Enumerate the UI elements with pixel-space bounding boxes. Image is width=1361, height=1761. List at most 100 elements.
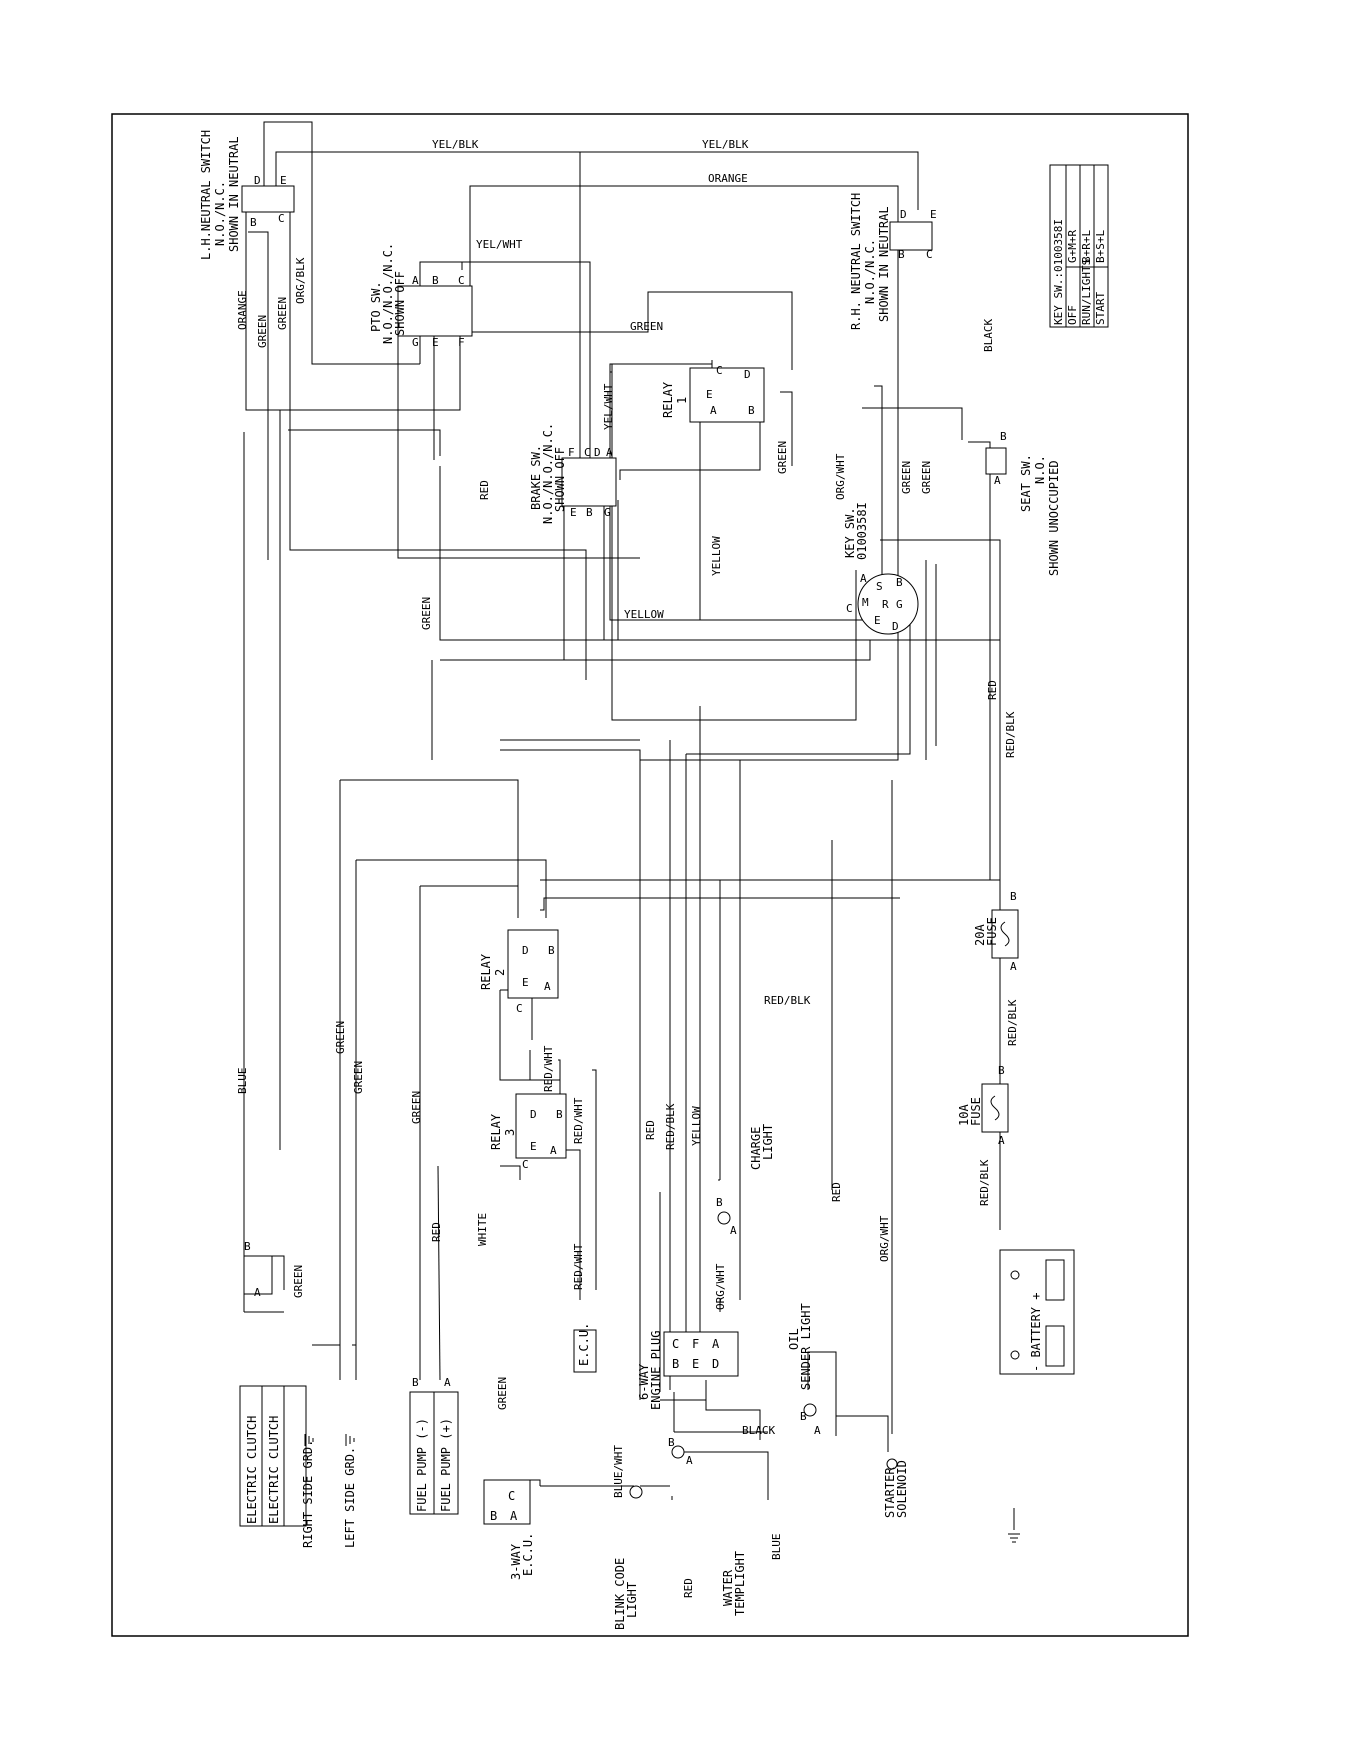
wire-label-org-wht: ORG/WHT xyxy=(834,453,847,500)
wire-label-org-wht-plug: ORG/WHT xyxy=(714,1263,727,1310)
starter-title: STARTER xyxy=(883,1467,897,1518)
pin-label: D xyxy=(892,620,899,633)
key-part-number: 0100358I xyxy=(855,502,869,560)
pin-label: A xyxy=(710,404,717,417)
wire-label-green-ground: GREEN xyxy=(334,1021,347,1054)
wire-label-red-bottom-2: RED xyxy=(682,1578,695,1598)
wire-label-white: WHITE xyxy=(476,1213,489,1246)
fuel-pump-pos: FUEL PUMP (+) xyxy=(439,1418,453,1512)
key-title: KEY SW. xyxy=(843,507,857,558)
wire-label-black: BLACK xyxy=(982,319,995,352)
engine-plug-body xyxy=(663,1331,739,1377)
pin-label: A xyxy=(994,474,1001,487)
engine-plug-label: ENGINE PLUG xyxy=(649,1331,663,1410)
pin-label: B xyxy=(250,216,257,229)
relay3-number: 3 xyxy=(503,1129,517,1136)
wire-label-red-fuel: RED xyxy=(430,1222,443,1242)
wire-label-red-right: RED xyxy=(986,680,999,700)
wire-label-red-wht-2: RED/WHT xyxy=(572,1097,585,1144)
wire-label-red-wht-3: RED/WHT xyxy=(572,1243,585,1290)
pin-label: D xyxy=(594,446,601,459)
relay1-body xyxy=(689,367,765,423)
battery-plus-terminal xyxy=(1010,1270,1020,1280)
rh-neutral-type: N.O./N.C. xyxy=(863,239,877,304)
pin-label: R xyxy=(882,598,889,611)
pin-label: C xyxy=(458,274,465,287)
fuse-10a-link xyxy=(990,1095,1000,1121)
wire-label-yellow: YELLOW xyxy=(710,536,723,576)
pin-label: D xyxy=(744,368,751,381)
ecu3-cell: A xyxy=(510,1509,518,1523)
pin-label: F xyxy=(568,446,575,459)
lh-neutral-type: N.O./N.C. xyxy=(213,181,227,246)
relay2-body xyxy=(507,929,559,999)
pin-label: A xyxy=(998,1134,1005,1147)
rh-neutral-title: R.H. NEUTRAL SWITCH xyxy=(849,193,863,330)
wire-label-orange: ORANGE xyxy=(708,172,748,185)
pin-label: A xyxy=(254,1286,261,1299)
electric-clutch-2: ELECTRIC CLUTCH xyxy=(267,1416,281,1524)
wire-label-blue-wht: BLUE/WHT xyxy=(612,1445,625,1498)
pin-label: B xyxy=(556,1108,563,1121)
pin-label: E xyxy=(570,506,577,519)
wire-label-green-ground-2: GREEN xyxy=(352,1061,365,1094)
ecu3-cell: B xyxy=(490,1509,497,1523)
wire-label-green-key-2: GREEN xyxy=(920,461,933,494)
blink-code-title: BLINK CODE xyxy=(613,1558,627,1630)
wires xyxy=(243,121,1015,1530)
rh-neutral-switch-body xyxy=(889,221,933,251)
pin-label: A xyxy=(686,1454,693,1467)
battery-cell-plus xyxy=(1045,1259,1065,1301)
wire-label-red-blk-2: RED/BLK xyxy=(1006,999,1019,1046)
pin-label: B xyxy=(748,404,755,417)
key-table-title: KEY SW.:0100358I xyxy=(1052,219,1065,325)
engine-plug-cell: D xyxy=(712,1357,719,1371)
wire-label-green-left: GREEN xyxy=(256,315,269,348)
fuse-20a-link xyxy=(1000,921,1010,947)
key-switch-body xyxy=(857,573,919,635)
pin-label: C xyxy=(522,1158,529,1171)
fuse-20a-label: FUSE xyxy=(985,917,999,946)
ecu3-title: 3-WAY xyxy=(509,1543,523,1580)
key-table-run-value: B+R+L xyxy=(1080,230,1093,263)
oil-sender-lamp xyxy=(803,1403,817,1417)
pin-label: F xyxy=(458,336,465,349)
pin-label: D xyxy=(530,1108,537,1121)
lh-neutral-switch-body xyxy=(241,185,295,213)
pin-label: B xyxy=(1000,430,1007,443)
pto-state: SHOWN OFF xyxy=(393,271,407,336)
pin-label: B xyxy=(896,576,903,589)
brake-state: SHOWN OFF xyxy=(553,447,567,512)
ecu-label: E.C.U. xyxy=(577,1323,591,1366)
pin-label: C xyxy=(716,364,723,377)
pin-label: D xyxy=(522,944,529,957)
battery-label: - BATTERY + xyxy=(1029,1293,1043,1372)
engine-plug-cell: E xyxy=(692,1357,699,1371)
pin-label: B xyxy=(800,1410,807,1423)
wire-label-green-mid: GREEN xyxy=(420,597,433,630)
wire-label-org-wht-bottom: ORG/WHT xyxy=(878,1215,891,1262)
clutch-diode-box xyxy=(243,1255,273,1295)
pin-label: E xyxy=(874,614,881,627)
engine-plug-cell: B xyxy=(672,1357,679,1371)
pin-label: D xyxy=(900,208,907,221)
oil-sender-title: OIL xyxy=(787,1328,801,1350)
pin-label: G xyxy=(604,506,611,519)
pin-label: D xyxy=(254,174,261,187)
wire-label-red-bottom: RED xyxy=(830,1182,843,1202)
pin-label: A xyxy=(1010,960,1017,973)
component-shapes xyxy=(239,185,1075,1543)
seat-type: N.O. xyxy=(1033,455,1047,484)
pto-switch-body xyxy=(397,285,473,337)
charge-light-label: LIGHT xyxy=(761,1124,775,1160)
pin-label: B xyxy=(432,274,439,287)
electric-clutch-1: ELECTRIC CLUTCH xyxy=(245,1416,259,1524)
pin-label: A xyxy=(444,1376,451,1389)
fuse-20a-rating: 20A xyxy=(973,924,987,946)
pin-label: G xyxy=(412,336,419,349)
pin-label: E xyxy=(930,208,937,221)
key-table-start: START xyxy=(1094,292,1107,325)
water-temp-title: WATER xyxy=(721,1569,735,1606)
charge-light-title: CHARGE xyxy=(749,1127,763,1170)
